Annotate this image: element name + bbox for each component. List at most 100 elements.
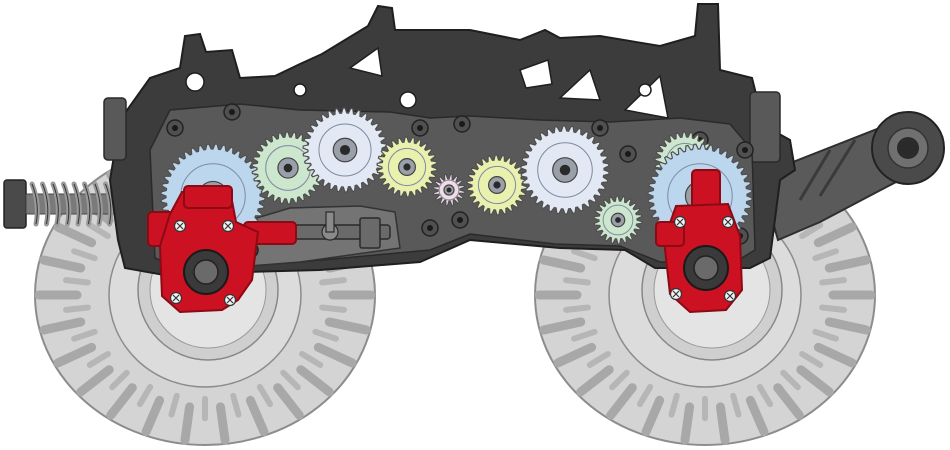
screw-hole [597, 125, 603, 131]
tread-lug [730, 392, 742, 418]
spring-coil-outline [31, 183, 38, 225]
tread-lug [824, 255, 871, 273]
tread-lug [819, 277, 847, 286]
gear-white-right [520, 125, 610, 215]
front-steering-link [259, 211, 391, 249]
tread-lug [799, 222, 824, 240]
tread-lug [168, 392, 180, 418]
screw-hole [427, 225, 433, 231]
screw-hole [459, 121, 465, 127]
tread-lug [280, 369, 301, 391]
gear-pink-center [432, 173, 466, 207]
tread-lug [606, 383, 637, 420]
gear-yellow-right [466, 154, 528, 216]
tread-lug [813, 342, 857, 368]
gear-green-rear-small [593, 195, 643, 245]
tread-lug [141, 395, 165, 437]
tread-lug [799, 350, 824, 368]
rear-red-upright [655, 169, 744, 314]
tread-lug [319, 304, 347, 313]
rear-trailing-arm [758, 111, 945, 242]
tread-lug [299, 350, 324, 368]
tread-lug [312, 328, 339, 342]
tread-lug [668, 392, 680, 418]
tread-lug [296, 365, 334, 397]
tread-lug [641, 395, 665, 437]
tread-lug [106, 383, 137, 420]
screw-slot [172, 294, 180, 302]
tread-lug [563, 277, 591, 286]
spring-coil-outline [84, 183, 91, 225]
tread-lug [773, 383, 804, 420]
tread-lug [680, 402, 695, 445]
tread-lug [136, 383, 154, 408]
tread-lug [824, 317, 871, 335]
tread-lug [76, 365, 114, 397]
tread-lug [796, 365, 834, 397]
screw-slot [226, 296, 234, 304]
tread-lug [71, 248, 98, 262]
tread-lug [324, 317, 371, 335]
tread-lug [273, 383, 304, 420]
rear-mount-block [749, 91, 781, 163]
screw-hole [417, 125, 423, 131]
tread-lug [63, 277, 91, 286]
screw-hole [172, 125, 178, 131]
tread-lug [812, 248, 839, 262]
tread-lug [576, 365, 614, 397]
tread-lug [86, 222, 111, 240]
screw-hole [742, 147, 748, 153]
tread-lug [780, 369, 801, 391]
tread-lug [180, 402, 195, 445]
tread-lug [813, 222, 857, 248]
screw-slot [176, 222, 184, 230]
tread-lug [819, 304, 847, 313]
tread-lug [215, 402, 230, 445]
tread-lug [609, 369, 630, 391]
screw-slot [672, 290, 680, 298]
gear-white-left [302, 107, 388, 193]
gear-yellow-left [376, 136, 438, 198]
tread-lug [245, 395, 269, 437]
tread-lug [563, 304, 591, 313]
tread-lug [63, 304, 91, 313]
tread-lug [636, 383, 654, 408]
tread-lug [86, 350, 111, 368]
tread-lug [71, 328, 98, 342]
tread-lug [571, 248, 598, 262]
spring-coil-outline [73, 183, 80, 225]
screw-hole [625, 151, 631, 157]
screw-slot [726, 292, 734, 300]
tread-lug [586, 350, 611, 368]
screw-slot [676, 218, 684, 226]
screw-hole [457, 217, 463, 223]
tread-lug [53, 222, 97, 248]
tread-lug [53, 342, 97, 368]
spring-coil-outline [52, 183, 59, 225]
front-red-upright [147, 185, 297, 314]
gear-green-front [251, 131, 325, 205]
tread-lug [812, 328, 839, 342]
tread-lug [756, 383, 774, 408]
screw-slot [724, 218, 732, 226]
tread-lug [539, 317, 586, 335]
tread-lug [109, 369, 130, 391]
tread-lug [230, 392, 242, 418]
tread-lug [745, 395, 769, 437]
tread-lug [39, 255, 86, 273]
screw-hole [229, 109, 235, 115]
spring-coil-outline [42, 183, 49, 225]
spring-coil-outline [63, 183, 70, 225]
tread-lug [553, 342, 597, 368]
tread-lug [39, 317, 86, 335]
tread-lug [571, 328, 598, 342]
spring-coil-outline [94, 183, 101, 225]
tread-lug [313, 342, 357, 368]
tread-lug [256, 383, 274, 408]
spring-coil-outline [105, 183, 112, 225]
tread-lug [539, 255, 586, 273]
front-mount-block [103, 97, 127, 161]
tread-lug [319, 277, 347, 286]
